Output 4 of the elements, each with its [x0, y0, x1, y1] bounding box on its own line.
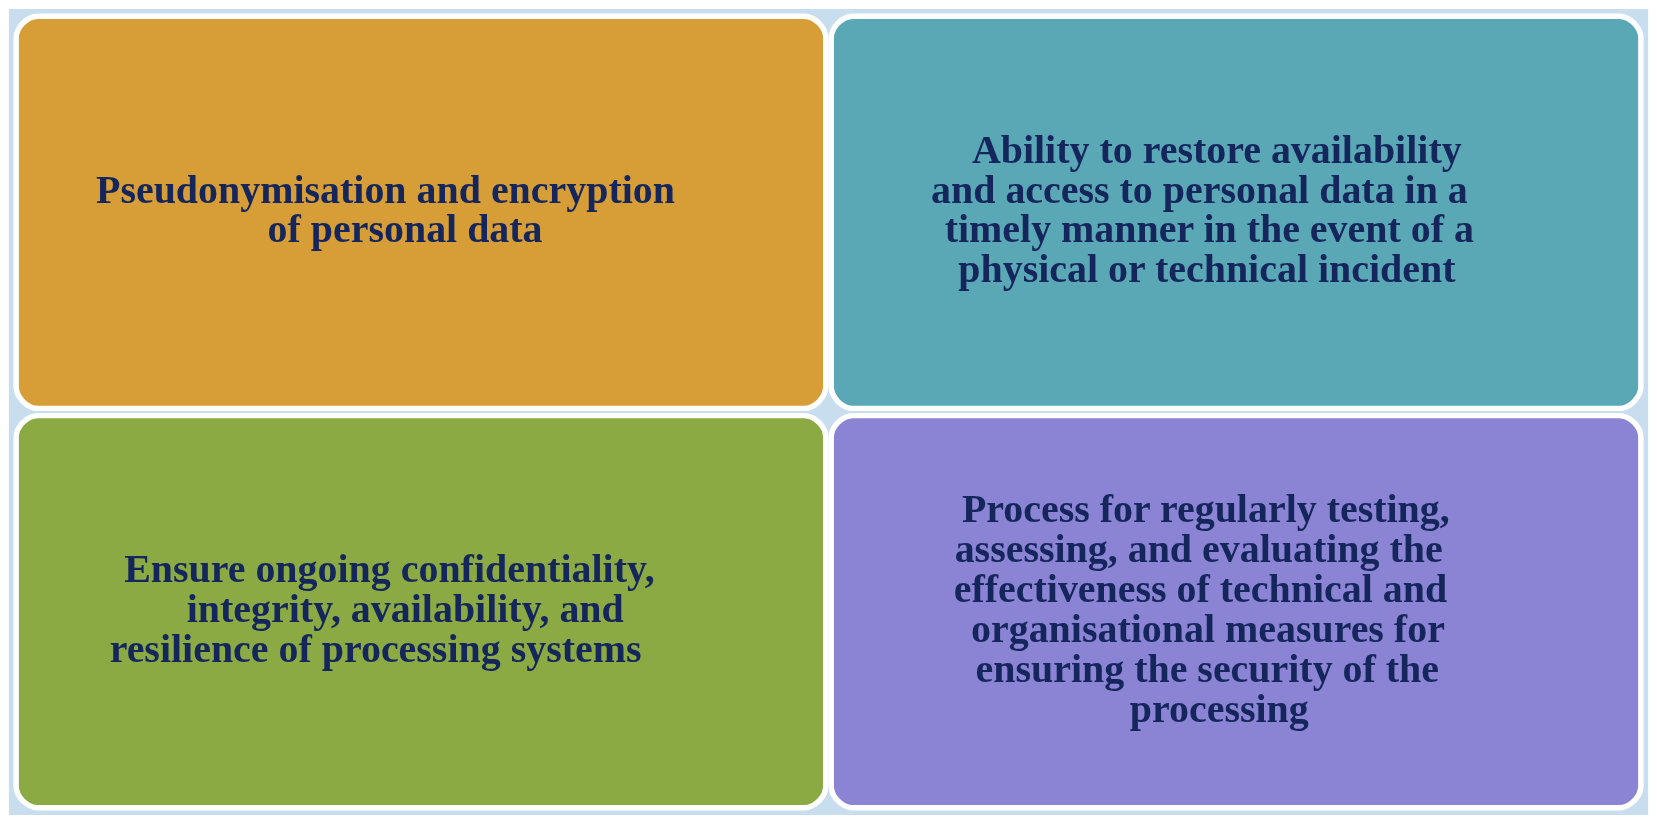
node-box: Pseudonymisation and encryption of personal data: [13, 13, 829, 411]
node-box: Ensure ongoing confidentiality, integrity, availability, and resilience of processing systems: [13, 412, 829, 810]
node-box: Ability to restore availability and access to personal data in a timely manner in the event of a physical or technical incident: [828, 13, 1644, 411]
node-box: Process for regularly testing, assessing, and evaluating the effectiveness of technical and organisational measures for ensuring the security of the processing: [828, 412, 1644, 810]
